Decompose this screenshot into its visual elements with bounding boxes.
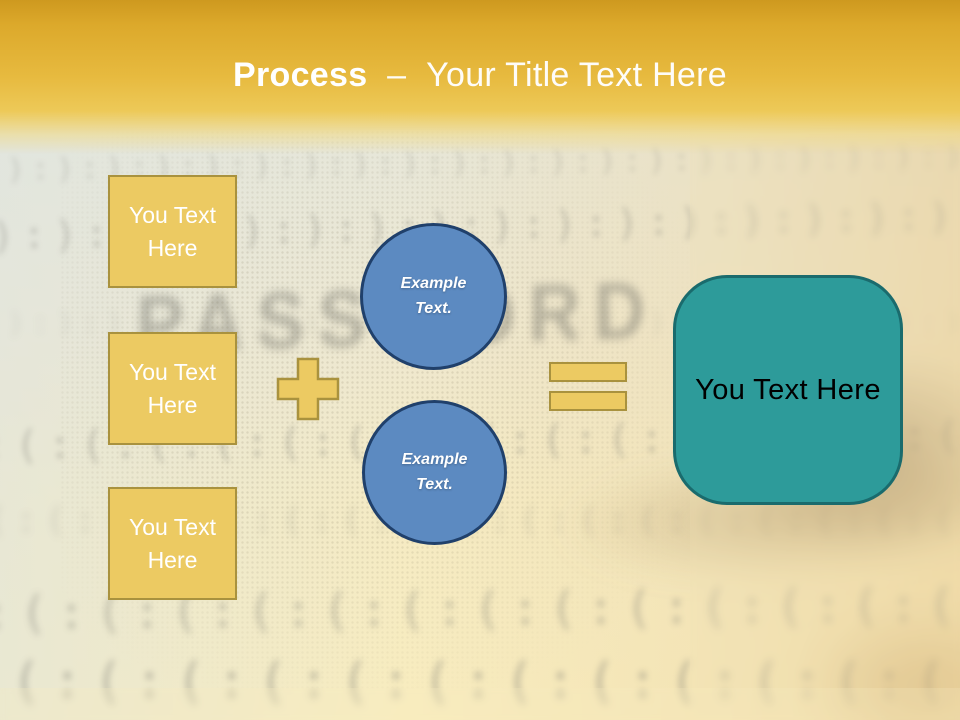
result-box-label: You Text Here — [695, 373, 881, 406]
input-box-2[interactable]: You Text Here — [108, 332, 237, 445]
input-box-1[interactable]: You Text Here — [108, 175, 237, 288]
plus-icon — [276, 357, 340, 421]
example-circle-2[interactable]: Example Text. — [362, 400, 507, 545]
example-circle-1[interactable]: Example Text. — [360, 223, 507, 370]
bottom-blur-haze — [0, 688, 960, 720]
slide-title-keyword: Process — [233, 55, 368, 94]
blurred-corner-blob — [800, 606, 960, 720]
emoticon-row: :(:(:(:(:(:(:(:(:(:(:(:(:(:(:(:(:(:(:(:(… — [0, 652, 960, 710]
example-circle-1-label: Example Text. — [400, 274, 467, 317]
equals-bar-top — [549, 362, 627, 382]
input-box-3[interactable]: You Text Here — [108, 487, 237, 600]
slide-title-dash: – — [377, 55, 417, 94]
example-circle-2-label: Example Text. — [401, 450, 468, 493]
slide-title-placeholder: Your Title Text Here — [426, 55, 727, 94]
equals-bar-bottom — [549, 391, 627, 411]
result-box[interactable]: You Text Here — [673, 275, 903, 505]
equals-icon — [549, 362, 627, 411]
slide-title[interactable]: Process – Your Title Text Here — [0, 0, 960, 150]
